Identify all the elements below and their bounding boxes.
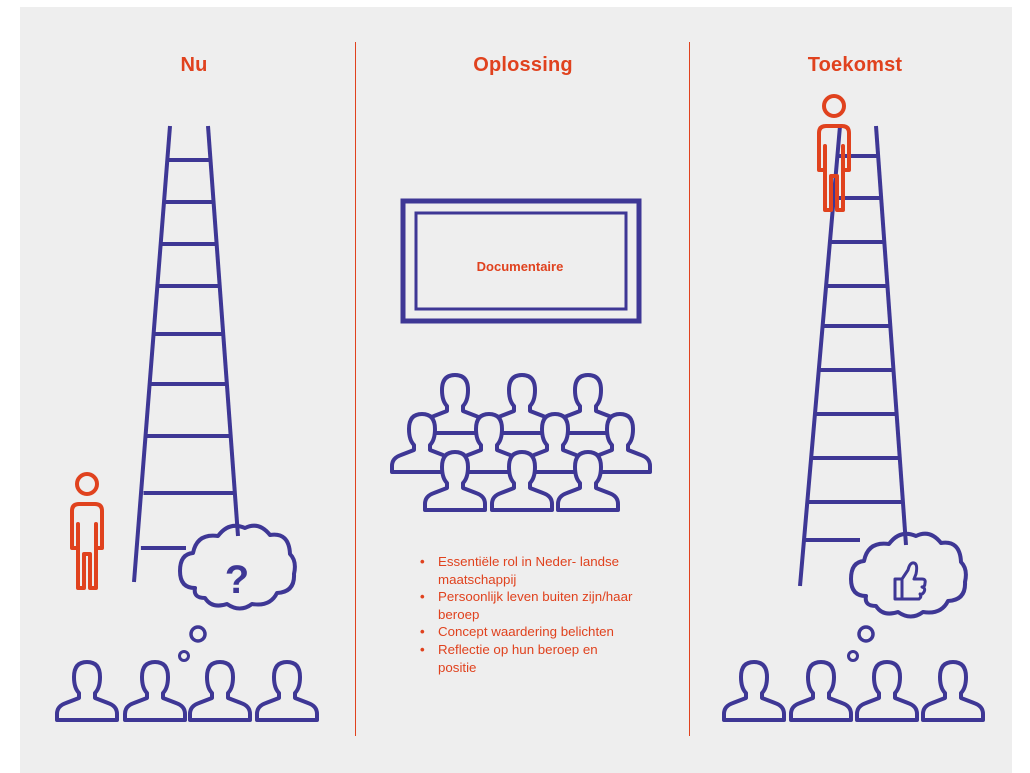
heading-now: Nu (180, 54, 208, 76)
person-now-icon (70, 472, 104, 590)
documentary-label: Documentaire (476, 259, 564, 274)
bullet-item: Reflectie op hun beroep en positie (420, 641, 635, 676)
ladder-future (798, 125, 908, 587)
documentary-screen-icon (400, 198, 642, 324)
audience-now-icon (55, 660, 319, 722)
audience-documentary-icon (390, 373, 652, 512)
thought-bubble-now (178, 523, 297, 662)
solution-bullet-list: Essentiële rol in Neder- landse maatscha… (420, 553, 635, 676)
thumbs-up-icon (893, 561, 927, 601)
column-divider-left (355, 42, 356, 736)
heading-future: Toekomst (807, 54, 903, 76)
bullet-item: Concept waardering belichten (420, 623, 635, 641)
heading-solution: Oplossing (473, 54, 573, 76)
thought-bubble-future (847, 531, 968, 662)
column-divider-right (689, 42, 690, 736)
bullet-item: Essentiële rol in Neder- landse maatscha… (420, 553, 635, 588)
question-mark-icon: ? (225, 558, 249, 602)
audience-future-icon (722, 660, 985, 722)
bullet-item: Persoonlijk leven buiten zijn/haar beroe… (420, 588, 635, 623)
ladder-now (132, 125, 240, 583)
